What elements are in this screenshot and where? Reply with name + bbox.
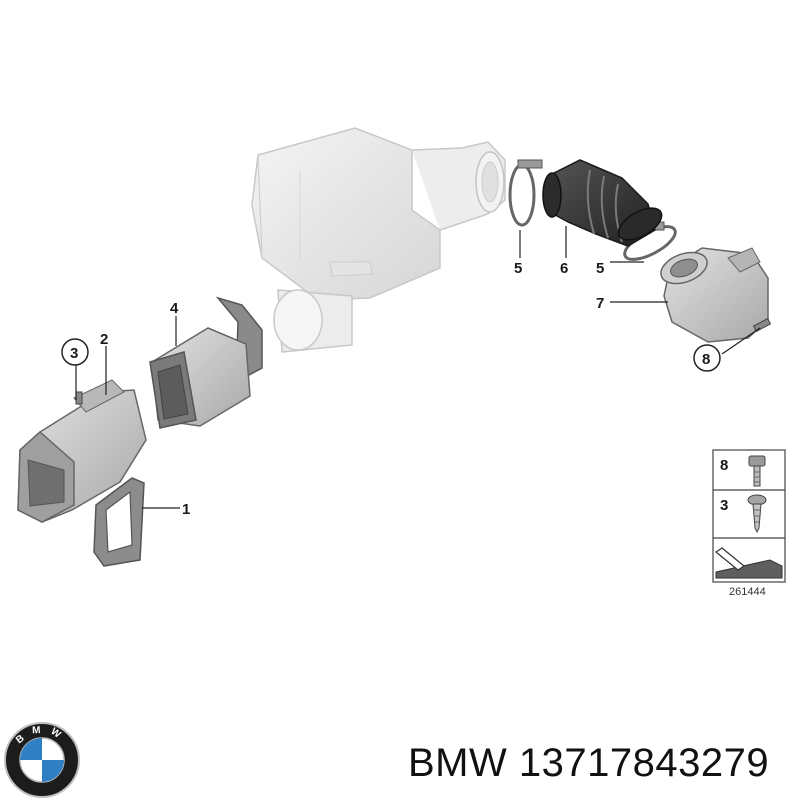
callout-7: 7 xyxy=(596,295,604,312)
svg-text:4: 4 xyxy=(170,300,179,317)
svg-text:1: 1 xyxy=(182,501,190,518)
svg-text:7: 7 xyxy=(596,295,604,312)
diagram-number: 261444 xyxy=(729,586,766,598)
bmw-logo: BMW xyxy=(4,722,80,798)
svg-text:2: 2 xyxy=(100,331,108,348)
air-filter-housing xyxy=(251,127,506,353)
legend-row-3: 3 xyxy=(720,494,767,534)
svg-text:5: 5 xyxy=(514,260,522,277)
part-bracket-frame xyxy=(93,477,145,567)
callout-5: 5 xyxy=(514,260,522,277)
brand-name: BMW xyxy=(408,741,508,785)
svg-text:8: 8 xyxy=(720,457,728,474)
callout-5-second: 5 xyxy=(596,260,604,277)
legend-row-8: 8 xyxy=(720,455,766,487)
leader-lines xyxy=(75,226,761,509)
callout-2: 2 xyxy=(100,331,108,348)
svg-text:6: 6 xyxy=(560,260,568,277)
part-intake-snorkel xyxy=(149,296,263,429)
callout-8: 8 xyxy=(693,344,721,372)
arrow-icon xyxy=(714,547,783,579)
svg-text:3: 3 xyxy=(70,345,78,362)
part-number: 13717843279 xyxy=(518,741,770,785)
svg-text:3: 3 xyxy=(720,497,728,514)
svg-text:8: 8 xyxy=(702,351,710,368)
svg-text:5: 5 xyxy=(596,260,604,277)
screw-icon xyxy=(747,494,767,534)
callout-4: 4 xyxy=(170,300,179,317)
part-hose-clamp xyxy=(508,159,543,227)
callout-3: 3 xyxy=(61,338,89,366)
part-screw-on-elbow xyxy=(752,317,772,333)
part-bellows-hose xyxy=(542,159,663,247)
part-intake-elbow xyxy=(660,247,769,343)
callout-1: 1 xyxy=(182,501,190,518)
part-intake-duct xyxy=(17,379,147,523)
bolt-icon xyxy=(748,455,766,487)
part-number-caption: BMW 13717843279 xyxy=(408,738,798,788)
callout-6: 6 xyxy=(560,260,568,277)
part-screw-on-duct xyxy=(75,391,83,405)
fastener-legend: 8 3 xyxy=(712,449,786,583)
